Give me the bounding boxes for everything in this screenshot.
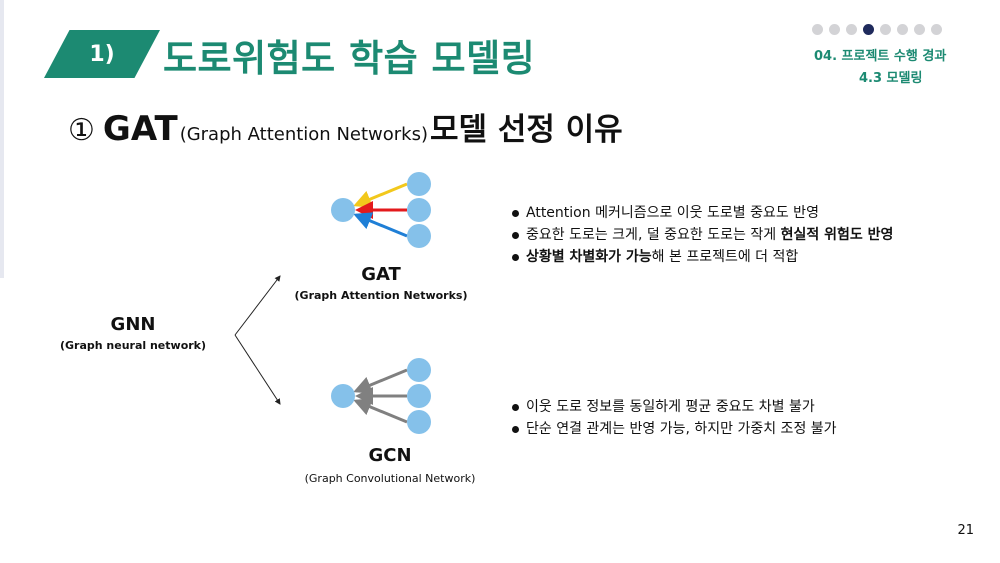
progress-dot xyxy=(931,24,942,35)
progress-dot xyxy=(812,24,823,35)
gcn-edge-top xyxy=(353,368,408,394)
heading-rest: 모델 선정 이유 xyxy=(430,112,623,148)
slide-progress-dots xyxy=(812,24,942,35)
gat-name: GAT xyxy=(361,264,401,285)
section-label: 04. 프로젝트 수행 경과 xyxy=(814,49,947,64)
gcn-neighbor-node xyxy=(407,358,431,382)
list-item: 단순 연결 관계는 반영 가능, 하지만 가중치 조정 불가 xyxy=(510,418,950,440)
progress-dot xyxy=(897,24,908,35)
bullet-text: 이웃 도로 정보를 동일하게 평균 중요도 차별 불가 xyxy=(526,399,815,415)
bullet-text: Attention 메커니즘으로 이웃 도로별 중요도 반영 xyxy=(526,205,819,221)
gcn-neighbor-node xyxy=(407,410,431,434)
gnn-name: GNN xyxy=(110,314,156,335)
gat-neighbor-node xyxy=(407,224,431,248)
gnn-label: GNN (Graph neural network) xyxy=(40,314,226,352)
heading-main: GAT xyxy=(102,109,178,149)
heading-number: ① xyxy=(68,113,95,148)
gcn-target-node xyxy=(331,384,355,408)
gat-label: GAT (Graph Attention Networks) xyxy=(270,264,492,302)
gat-reasons-list: Attention 메커니즘으로 이웃 도로별 중요도 반영 중요한 도로는 크… xyxy=(510,202,935,268)
gcn-name: GCN xyxy=(368,445,412,466)
heading-paren: (Graph Attention Networks) xyxy=(179,124,428,145)
subsection-label: 4.3 모델링 xyxy=(859,71,923,86)
progress-dot xyxy=(914,24,925,35)
bullet-text: 해 본 프로젝트에 더 적합 xyxy=(651,249,799,265)
progress-dot xyxy=(846,24,857,35)
gcn-neighbor-node xyxy=(407,384,431,408)
gat-neighbor-node xyxy=(407,172,431,196)
gat-target-node xyxy=(331,198,355,222)
gat-neighbor-node xyxy=(407,198,431,222)
list-item: 중요한 도로는 크게, 덜 중요한 도로는 작게 현실적 위험도 반영 xyxy=(510,224,935,246)
bullet-text: 중요한 도로는 크게, 덜 중요한 도로는 작게 xyxy=(526,227,781,243)
branch-to-gcn xyxy=(234,334,281,405)
page-title: 도로위험도 학습 모델링 xyxy=(163,37,536,80)
page-number: 21 xyxy=(957,523,974,538)
list-item: 이웃 도로 정보를 동일하게 평균 중요도 차별 불가 xyxy=(510,396,950,418)
gnn-fullname: (Graph neural network) xyxy=(59,339,207,352)
gcn-edge-bottom xyxy=(353,398,408,424)
gat-fullname: (Graph Attention Networks) xyxy=(294,289,468,302)
branch-to-gat xyxy=(234,275,281,336)
progress-dot xyxy=(880,24,891,35)
left-accent-bar xyxy=(0,0,4,278)
gcn-label: GCN (Graph Convolutional Network) xyxy=(270,445,510,485)
bullet-text-bold: 현실적 위험도 반영 xyxy=(780,227,894,243)
gcn-fullname: (Graph Convolutional Network) xyxy=(304,472,476,485)
gat-edge-bottom xyxy=(353,212,408,238)
list-item: Attention 메커니즘으로 이웃 도로별 중요도 반영 xyxy=(510,202,935,224)
bullet-text: 단순 연결 관계는 반영 가능, 하지만 가중치 조정 불가 xyxy=(526,421,837,437)
progress-dot-active xyxy=(863,24,874,35)
bullet-text-bold: 상황별 차별화가 가능 xyxy=(526,249,652,265)
progress-dot xyxy=(829,24,840,35)
slide-heading: ① GAT (Graph Attention Networks) 모델 선정 이… xyxy=(68,104,623,149)
gat-edge-top xyxy=(353,182,408,208)
gcn-limits-list: 이웃 도로 정보를 동일하게 평균 중요도 차별 불가 단순 연결 관계는 반영… xyxy=(510,396,950,440)
list-item: 상황별 차별화가 가능해 본 프로젝트에 더 적합 xyxy=(510,246,935,268)
